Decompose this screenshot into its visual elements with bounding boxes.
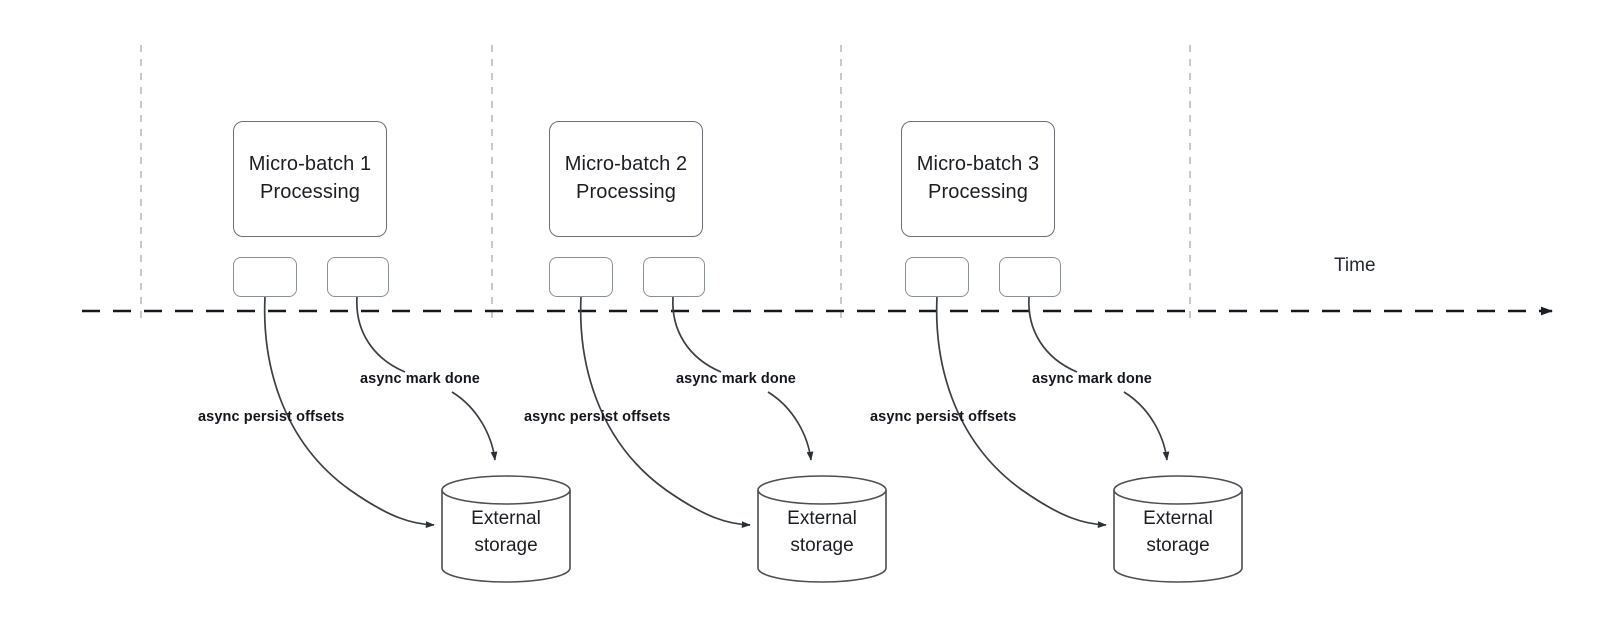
edge-mark-done-1 bbox=[356, 296, 406, 373]
micro-batch-3-task-slot-1[interactable] bbox=[905, 257, 969, 297]
edge-label-mark-done-3: async mark done bbox=[1032, 371, 1152, 387]
external-storage-label-1: External storage bbox=[471, 508, 541, 556]
micro-batch-1-processing-box[interactable]: Micro-batch 1 Processing bbox=[233, 121, 387, 237]
micro-batch-2-processing-label: Micro-batch 2 Processing bbox=[564, 153, 688, 203]
group-2-edges bbox=[579, 296, 814, 529]
micro-batch-1-processing-label: Micro-batch 1 Processing bbox=[248, 153, 372, 203]
group-3-edges bbox=[935, 296, 1170, 529]
storage-cylinder-3 bbox=[1113, 475, 1243, 583]
edge-persist-offsets-2 bbox=[579, 296, 751, 529]
external-storage-label-2: External storage bbox=[787, 508, 857, 556]
edge-persist-offsets-3 bbox=[935, 296, 1107, 529]
micro-batch-3-processing-box[interactable]: Micro-batch 3 Processing bbox=[901, 121, 1055, 237]
edge-mark-done-3b bbox=[1123, 391, 1170, 461]
edge-mark-done-2b bbox=[767, 391, 814, 461]
edge-mark-done-3 bbox=[1028, 296, 1078, 373]
micro-batch-2-task-slot-1[interactable] bbox=[549, 257, 613, 297]
edge-label-mark-done-2: async mark done bbox=[676, 371, 796, 387]
edge-label-persist-offsets-1: async persist offsets bbox=[198, 409, 345, 425]
micro-batch-1-task-slot-1[interactable] bbox=[233, 257, 297, 297]
storage-cylinder-1 bbox=[441, 475, 571, 583]
time-boundary-lines bbox=[140, 45, 1191, 318]
micro-batch-1-task-slot-2[interactable] bbox=[327, 257, 389, 297]
edge-label-mark-done-1: async mark done bbox=[360, 371, 480, 387]
edge-mark-done-2 bbox=[672, 296, 722, 373]
group-1-edges bbox=[263, 296, 498, 529]
micro-batch-3-processing-label: Micro-batch 3 Processing bbox=[916, 153, 1040, 203]
edge-label-persist-offsets-3: async persist offsets bbox=[870, 409, 1017, 425]
edge-persist-offsets-1 bbox=[263, 296, 435, 529]
storage-cylinder-2 bbox=[757, 475, 887, 583]
edge-mark-done-1b bbox=[451, 391, 498, 461]
external-storage-label-3: External storage bbox=[1143, 508, 1213, 556]
micro-batch-2-processing-box[interactable]: Micro-batch 2 Processing bbox=[549, 121, 703, 237]
edge-label-persist-offsets-2: async persist offsets bbox=[524, 409, 671, 425]
micro-batch-2-task-slot-2[interactable] bbox=[643, 257, 705, 297]
micro-batch-3-task-slot-2[interactable] bbox=[999, 257, 1061, 297]
time-axis-label: Time bbox=[1334, 255, 1376, 276]
